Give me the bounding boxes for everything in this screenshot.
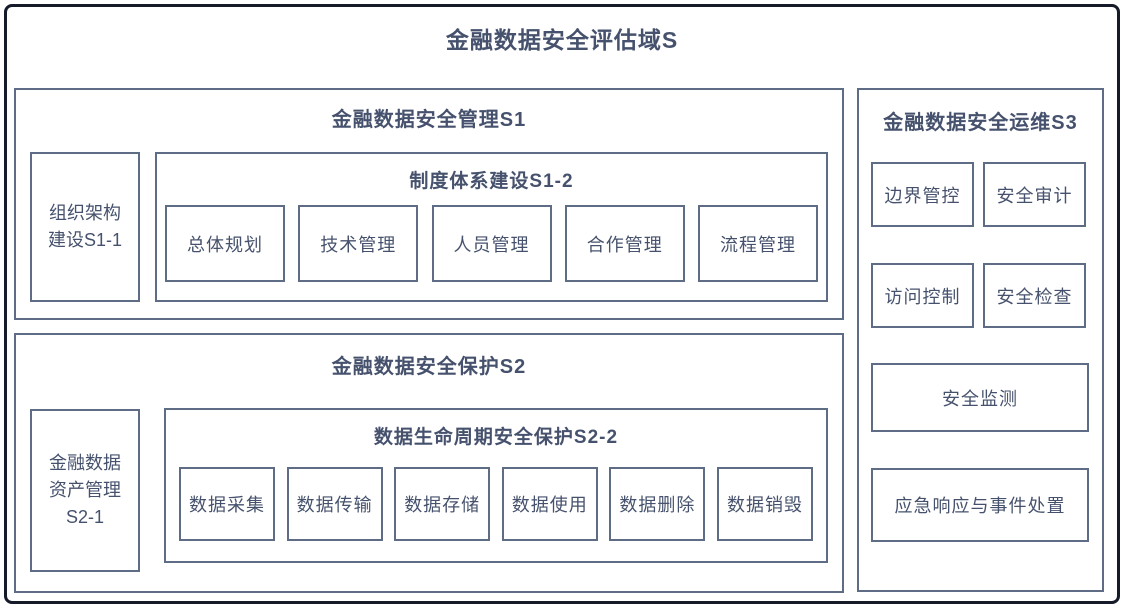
box-s2-1-data-asset-management: 金融数据 资产管理 S2-1 xyxy=(30,409,140,572)
box-s1-1-line1: 组织架构 xyxy=(49,203,121,223)
s2-2-node-data-destruction: 数据销毁 xyxy=(716,467,813,541)
box-s1-1-line2: 建设S1-1 xyxy=(47,230,123,250)
box-s2-2-data-lifecycle-protection: 数据生命周期安全保护S2-2 数据采集 数据传输 数据存储 数据使用 数据删除 … xyxy=(164,408,828,563)
s2-2-node-data-collection: 数据采集 xyxy=(179,467,275,541)
s2-2-leaf-row: 数据采集 数据传输 数据存储 数据使用 数据删除 数据销毁 xyxy=(179,467,813,541)
box-s2-1-line2: 资产管理 xyxy=(49,480,121,500)
box-s1-1-label: 组织架构 建设S1-1 xyxy=(32,154,138,300)
s3-node-boundary-control: 边界管控 xyxy=(871,162,974,227)
diagram-title: 金融数据安全评估域S xyxy=(445,27,679,53)
s1-2-node-process-management: 流程管理 xyxy=(698,205,818,282)
box-s1-2-institution-system: 制度体系建设S1-2 总体规划 技术管理 人员管理 合作管理 流程管理 xyxy=(155,152,828,302)
box-s1-1-organization-structure: 组织架构 建设S1-1 xyxy=(30,152,140,302)
s3-node-security-monitoring: 安全监测 xyxy=(871,363,1089,432)
s3-node-security-inspection: 安全检查 xyxy=(983,263,1086,328)
s3-node-security-audit: 安全审计 xyxy=(983,162,1086,227)
s1-2-leaf-row: 总体规划 技术管理 人员管理 合作管理 流程管理 xyxy=(165,205,818,282)
s3-node-emergency-response: 应急响应与事件处置 xyxy=(871,468,1089,542)
s2-2-node-data-deletion: 数据删除 xyxy=(609,467,706,541)
s1-2-node-cooperation-management: 合作管理 xyxy=(564,205,685,282)
diagram-outer-frame: 金融数据安全评估域S 金融数据安全管理S1 组织架构 建设S1-1 制度体系建设… xyxy=(4,4,1120,604)
panel-s2-security-protection: 金融数据安全保护S2 金融数据 资产管理 S2-1 数据生命周期安全保护S2-2… xyxy=(14,333,844,593)
box-s2-1-label: 金融数据 资产管理 S2-1 xyxy=(32,411,138,570)
s3-node-access-control: 访问控制 xyxy=(871,263,974,328)
box-s2-1-line1: 金融数据 xyxy=(49,453,121,473)
panel-s3-security-operations: 金融数据安全运维S3 边界管控 安全审计 访问控制 安全检查 安全监测 应急响应… xyxy=(857,88,1104,592)
s2-2-node-data-storage: 数据存储 xyxy=(394,467,491,541)
s1-2-node-overall-planning: 总体规划 xyxy=(165,205,285,282)
s2-2-node-data-usage: 数据使用 xyxy=(501,467,598,541)
panel-s1-title: 金融数据安全管理S1 xyxy=(331,109,527,131)
box-s1-2-title: 制度体系建设S1-2 xyxy=(409,171,574,192)
box-s2-1-line3: S2-1 xyxy=(65,507,105,527)
panel-s1-security-management: 金融数据安全管理S1 组织架构 建设S1-1 制度体系建设S1-2 总体规划 技… xyxy=(14,88,844,320)
s2-2-node-data-transmission: 数据传输 xyxy=(286,467,383,541)
box-s2-2-title: 数据生命周期安全保护S2-2 xyxy=(373,427,619,448)
s1-2-node-personnel-management: 人员管理 xyxy=(431,205,552,282)
s1-2-node-technology-management: 技术管理 xyxy=(298,205,419,282)
panel-s2-title: 金融数据安全保护S2 xyxy=(331,356,527,378)
panel-s3-title: 金融数据安全运维S3 xyxy=(883,112,1078,134)
